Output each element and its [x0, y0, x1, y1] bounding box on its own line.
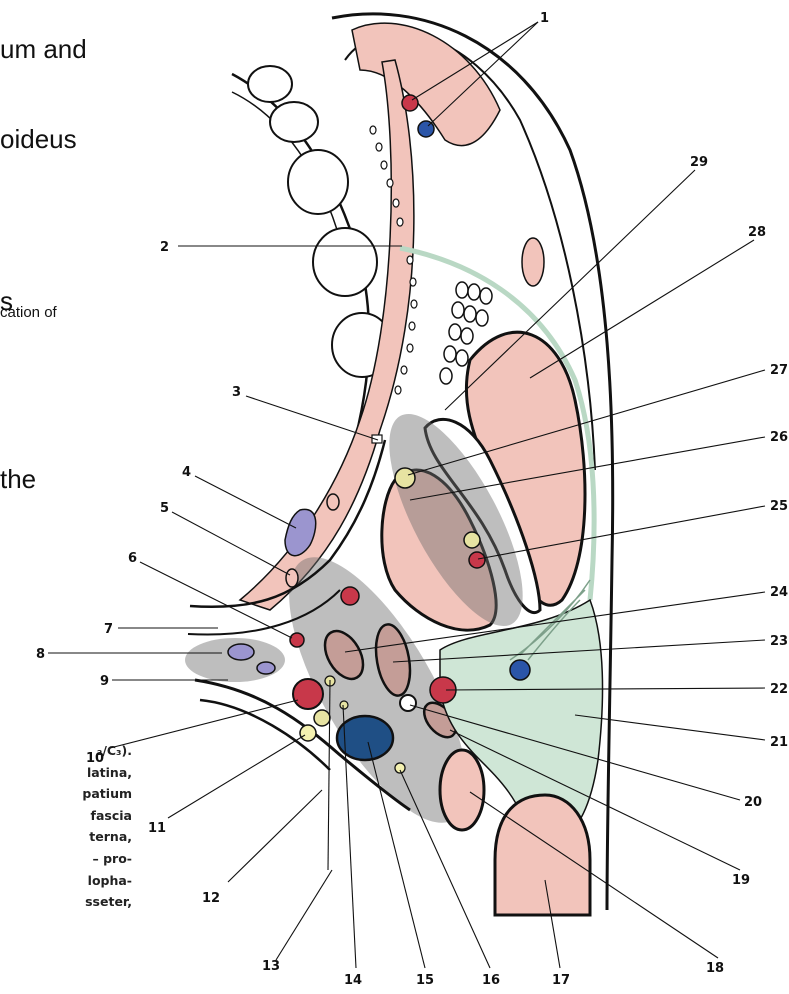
label-28: 28	[748, 225, 766, 240]
facial-vein	[418, 121, 434, 137]
lingual-nerve	[395, 468, 415, 488]
label-4: 4	[182, 465, 191, 480]
label-2: 2	[160, 240, 169, 255]
vessel-in-cheek	[522, 238, 544, 286]
label-17: 17	[552, 973, 570, 988]
label-6: 6	[128, 551, 137, 566]
tooth	[313, 228, 377, 296]
label-27: 27	[770, 363, 788, 378]
inferior-alveolar-artery	[469, 552, 485, 568]
label-8: 8	[36, 647, 45, 662]
internal-carotid-artery	[293, 679, 323, 709]
label-26: 26	[770, 430, 788, 445]
label-20: 20	[744, 795, 762, 810]
styloid-process	[400, 695, 416, 711]
small-artery	[290, 633, 304, 647]
sympathetic-trunk	[340, 701, 348, 709]
label-24: 24	[770, 585, 788, 600]
label-19: 19	[732, 873, 750, 888]
pharyngeal-vessel	[228, 644, 254, 660]
label-21: 21	[770, 735, 788, 750]
label-1: 1	[540, 11, 549, 26]
palatopharyngeus-muscle	[286, 569, 298, 587]
inferior-alveolar-nerve	[464, 532, 480, 548]
posterior-digastric-belly	[440, 750, 484, 830]
tooth	[248, 66, 292, 102]
label-23: 23	[770, 634, 788, 649]
ascending-pharyngeal-artery	[341, 587, 359, 605]
pharyngeal-vessel-2	[257, 662, 275, 674]
hypoglossal-nerve	[300, 725, 316, 741]
retromandibular-vein	[510, 660, 530, 680]
label-15: 15	[416, 973, 434, 988]
label-3: 3	[232, 385, 241, 400]
tooth	[288, 150, 348, 214]
teeth-row	[248, 66, 392, 377]
label-29: 29	[690, 155, 708, 170]
tooth	[270, 102, 318, 142]
label-5: 5	[160, 501, 169, 516]
palatoglossus-muscle	[327, 494, 339, 510]
label-14: 14	[344, 973, 362, 988]
label-9: 9	[100, 674, 109, 689]
label-7: 7	[104, 622, 113, 637]
label-12: 12	[202, 891, 220, 906]
sternocleidomastoid-muscle	[495, 795, 590, 915]
label-22: 22	[770, 682, 788, 697]
label-10: 10	[86, 751, 104, 766]
small-nerve-16	[395, 763, 405, 773]
label-11: 11	[148, 821, 166, 836]
label-18: 18	[706, 961, 724, 976]
vagus-nerve	[314, 710, 330, 726]
label-25: 25	[770, 499, 788, 514]
label-16: 16	[482, 973, 500, 988]
label-13: 13	[262, 959, 280, 974]
